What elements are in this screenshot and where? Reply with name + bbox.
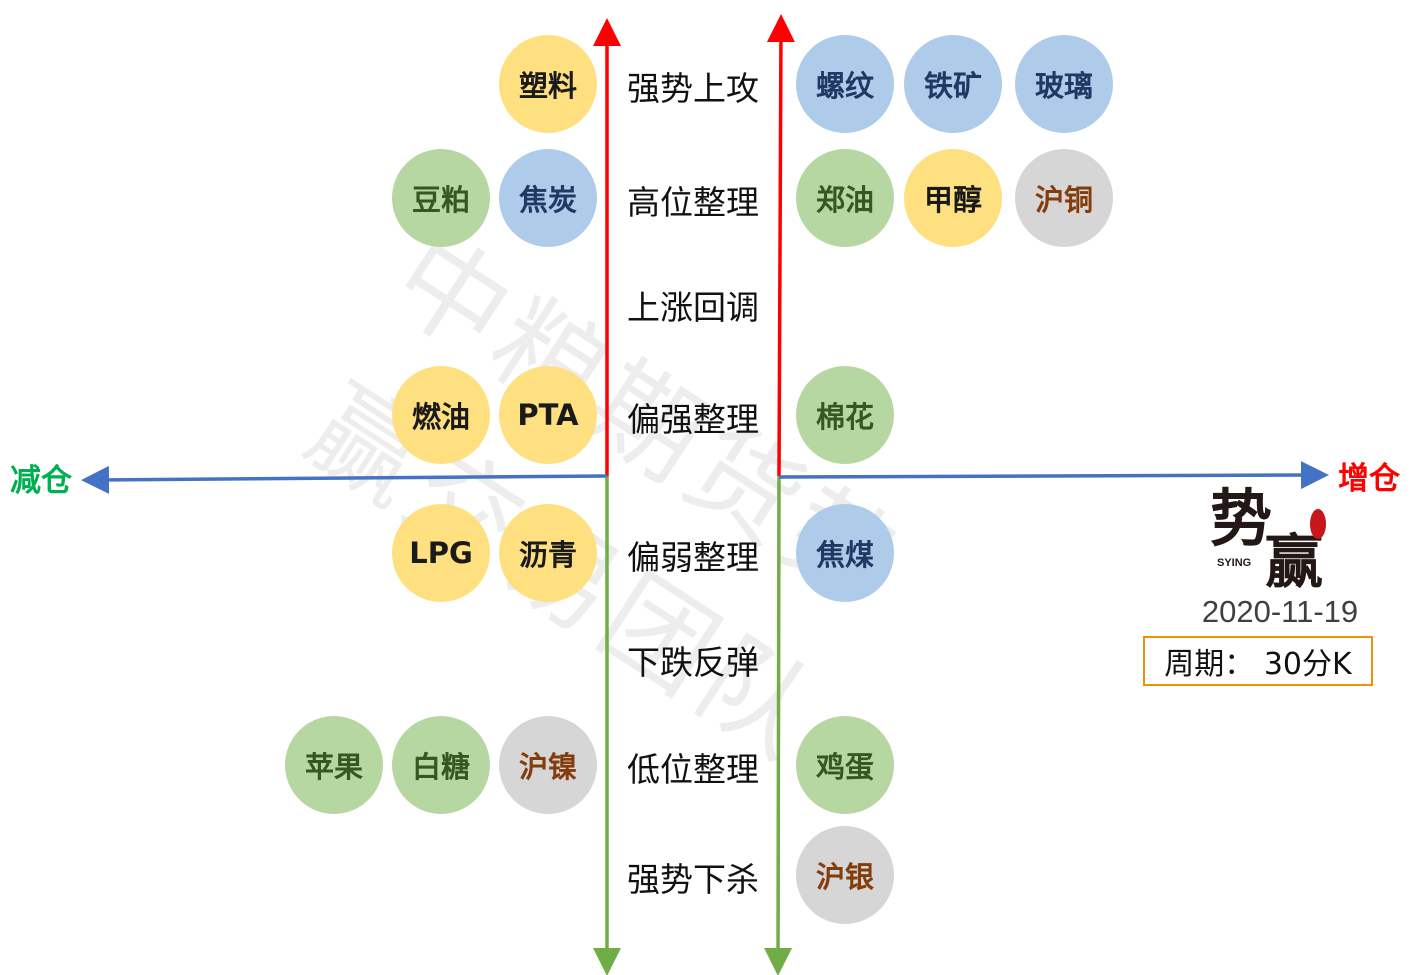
right-commodity-circle: 螺纹 bbox=[796, 35, 894, 133]
stage-label: 下跌反弹 bbox=[627, 643, 759, 682]
logo-char-1: 势 bbox=[1210, 482, 1272, 555]
stage-label: 偏弱整理 bbox=[627, 538, 759, 577]
left-commodity-circle: PTA bbox=[499, 366, 597, 464]
decrease-label: 减仓 bbox=[10, 463, 72, 499]
right-down-arrow bbox=[764, 475, 793, 975]
right-commodity-circle: 沪银 bbox=[796, 826, 894, 924]
stage-label: 低位整理 bbox=[627, 750, 759, 789]
right-commodity-circle: 鸡蛋 bbox=[796, 716, 894, 814]
right-commodity-circle: 沪铜 bbox=[1015, 149, 1113, 247]
left-commodity-circle: 沪镍 bbox=[499, 716, 597, 814]
right-commodity-circle: 棉花 bbox=[796, 366, 894, 464]
left-commodity-circle: 焦炭 bbox=[499, 149, 597, 247]
right-commodity-circle: 玻璃 bbox=[1015, 35, 1113, 133]
period-box: 周期： 30分K bbox=[1143, 636, 1373, 686]
stage-label: 强势上攻 bbox=[627, 69, 759, 108]
syng-logo: 势 赢 SYING bbox=[1210, 482, 1326, 588]
stage-label: 上涨回调 bbox=[627, 288, 759, 327]
left-commodity-circle: 塑料 bbox=[499, 35, 597, 133]
right-commodity-circle: 甲醇 bbox=[904, 149, 1002, 247]
left-commodity-circle: LPG bbox=[392, 504, 490, 602]
stage-label: 偏强整理 bbox=[627, 400, 759, 439]
logo-char-2: 赢 bbox=[1265, 528, 1323, 588]
stage-label: 强势下杀 bbox=[627, 860, 759, 899]
date: 2020-11-19 bbox=[1201, 594, 1359, 629]
left-commodity-circle: 豆粕 bbox=[392, 149, 490, 247]
decrease-arrow bbox=[81, 465, 608, 494]
increase-label: 增仓 bbox=[1338, 461, 1400, 497]
stage-label: 高位整理 bbox=[627, 183, 759, 222]
left-commodity-circle: 白糖 bbox=[392, 716, 490, 814]
logo-sub: SYING bbox=[1217, 557, 1251, 569]
left-commodity-circle: 沥青 bbox=[499, 504, 597, 602]
right-commodity-circle: 焦煤 bbox=[796, 504, 894, 602]
right-commodity-circle: 铁矿 bbox=[904, 35, 1002, 133]
increase-arrow bbox=[778, 461, 1329, 490]
left-commodity-circle: 燃油 bbox=[392, 366, 490, 464]
right-up-arrow bbox=[766, 14, 795, 477]
right-commodity-circle: 郑油 bbox=[796, 149, 894, 247]
left-commodity-circle: 苹果 bbox=[285, 716, 383, 814]
